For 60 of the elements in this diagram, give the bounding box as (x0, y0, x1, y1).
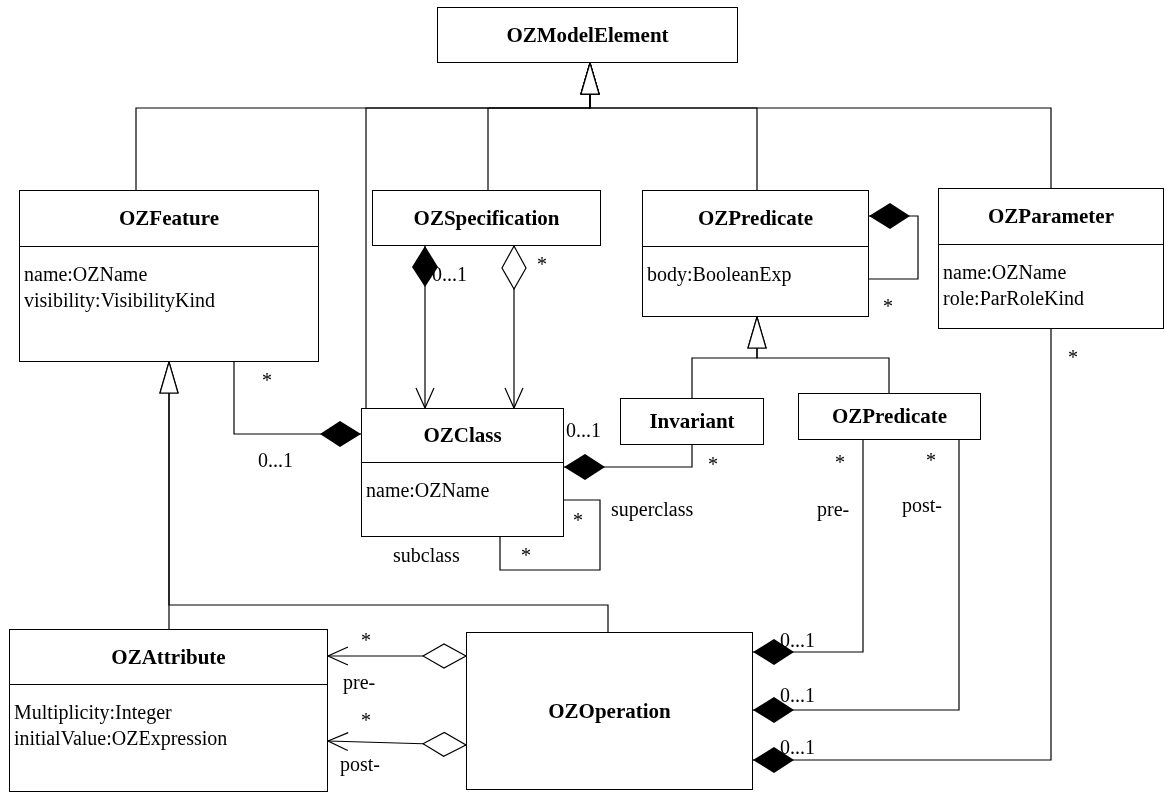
class-name: OZAttribute (111, 643, 226, 671)
multiplicity-label: * (926, 448, 936, 473)
attribute-text: Multiplicity:Integer (14, 700, 173, 725)
multiplicity-label: * (835, 450, 845, 475)
composition-line (868, 203, 919, 280)
class-name: OZFeature (119, 205, 219, 232)
attribute-text: body:BooleanExp (647, 262, 793, 287)
attribute-text: role:ParRoleKind (943, 286, 1086, 311)
multiplicity-label: * (361, 708, 371, 733)
aggregation-line (327, 643, 467, 669)
class-box (372, 190, 601, 246)
attribute-text: initialValue:OZExpression (14, 726, 229, 751)
attribute-text: name:OZName (943, 260, 1068, 285)
multiplicity-label: 0...1 (780, 735, 815, 760)
class-box (642, 190, 869, 317)
multiplicity-label: * (537, 252, 547, 277)
class-box (798, 393, 981, 440)
multiplicity-label: 0...1 (780, 683, 815, 708)
class-name: OZModelElement (506, 21, 669, 49)
inheritance-arrow (747, 316, 890, 394)
inheritance-arrow (159, 361, 609, 633)
class-name: OZParameter (988, 203, 1114, 230)
attribute-text: name:OZName (366, 478, 491, 503)
association-line (499, 499, 601, 571)
attribute-text: visibility:VisibilityKind (24, 288, 217, 313)
class-box (9, 629, 328, 792)
class-box (938, 188, 1164, 329)
composition-line (752, 439, 960, 723)
multiplicity-label: * (708, 452, 718, 477)
composition-line (233, 361, 362, 447)
class-box (437, 7, 738, 63)
class-name: OZOperation (548, 697, 671, 725)
multiplicity-label: * (521, 543, 531, 568)
multiplicity-label: subclass (393, 543, 460, 568)
multiplicity-label: 0...1 (258, 448, 293, 473)
class-name: OZClass (423, 422, 502, 449)
composition-line (412, 245, 438, 409)
multiplicity-label: * (262, 368, 272, 393)
class-box (620, 398, 764, 445)
multiplicity-label: * (573, 508, 583, 533)
class-box (466, 632, 753, 790)
aggregation-line (327, 731, 467, 757)
multiplicity-label: superclass (611, 497, 694, 522)
class-box (361, 408, 564, 537)
composition-line (752, 328, 1052, 773)
composition-line (563, 444, 693, 480)
class-name: OZPredicate (697, 205, 814, 232)
multiplicity-label: * (883, 294, 893, 319)
multiplicity-label: 0...1 (780, 628, 815, 653)
class-name: Invariant (649, 408, 735, 435)
multiplicity-label: * (361, 628, 371, 653)
class-name: OZSpecification (413, 204, 560, 232)
composition-line (752, 439, 864, 665)
inheritance-arrow (580, 62, 1052, 189)
multiplicity-label: * (1068, 345, 1078, 370)
class-box (19, 190, 319, 362)
multiplicity-label: 0...1 (566, 418, 601, 443)
attribute-text: name:OZName (24, 262, 149, 287)
aggregation-line (501, 245, 527, 409)
class-name: OZPredicate (831, 403, 948, 430)
